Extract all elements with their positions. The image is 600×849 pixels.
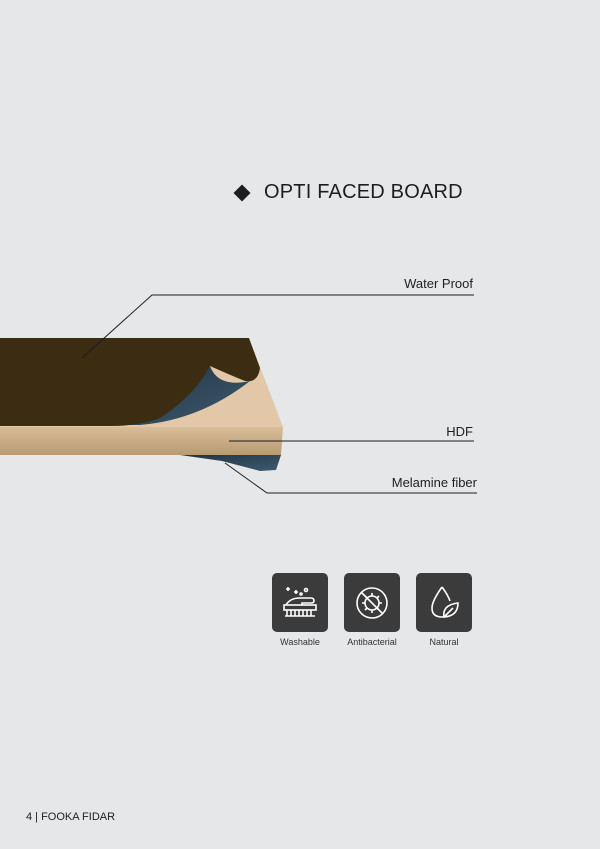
- feature-icons: Washable Antibacterial Natural: [264, 573, 480, 647]
- brush-icon: [272, 573, 328, 632]
- feature-label: Washable: [280, 637, 320, 647]
- melamine-leader-line: [224, 462, 477, 494]
- water-proof-leader-line: [81, 294, 474, 359]
- laminate-top: [0, 338, 260, 426]
- water-proof-label: Water Proof: [404, 276, 473, 291]
- title-text: OPTI FACED BOARD: [264, 181, 463, 203]
- feature-natural: Natural: [408, 573, 480, 647]
- feature-label: Natural: [429, 637, 459, 647]
- page-footer: 4 | FOOKA FIDAR: [26, 811, 116, 823]
- feature-label: Antibacterial: [347, 637, 397, 647]
- page-title: OPTI FACED BOARD: [233, 181, 463, 204]
- feature-washable: Washable: [264, 573, 336, 647]
- hdf-edge: [0, 427, 283, 455]
- melamine-label: Melamine fiber: [391, 475, 477, 490]
- melamine-bottom: [180, 455, 281, 471]
- no-bacteria-icon: [344, 573, 400, 632]
- feature-antibacterial: Antibacterial: [336, 573, 408, 647]
- hdf-label: HDF: [446, 424, 473, 439]
- drop-leaf-icon: [416, 573, 472, 632]
